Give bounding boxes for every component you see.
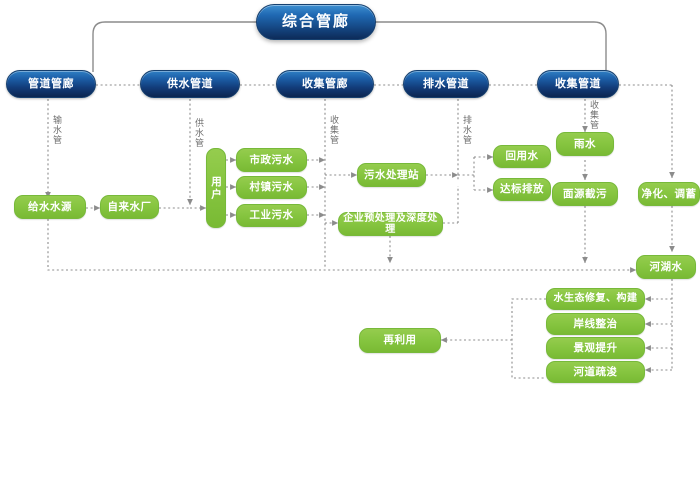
node-standard-discharge[interactable]: 达标排放 [493,178,551,201]
node-municipal-sewage[interactable]: 市政污水 [236,148,307,172]
node-purify-storage[interactable]: 净化、调蓄 [638,182,700,206]
node-rainwater[interactable]: 雨水 [556,132,614,156]
node-shoreline-regulation[interactable]: 岸线整治 [546,313,645,335]
node-comprehensive-corridor[interactable]: 综合管廊 [256,4,376,40]
node-water-supply-pipe[interactable]: 供水管道 [140,70,240,98]
node-waterworks[interactable]: 自来水厂 [100,195,159,219]
pipe-label-collect: 收集管 [329,115,339,145]
node-collect-corridor[interactable]: 收集管廊 [276,70,374,98]
pipe-label-supply: 供水管 [194,118,204,148]
node-industrial-sewage[interactable]: 工业污水 [236,204,307,227]
node-collect-pipe[interactable]: 收集管道 [537,70,619,98]
node-reclaimed-water[interactable]: 回用水 [493,145,551,168]
node-enterprise-pretreatment[interactable]: 企业预处理及深度处理 [338,212,443,236]
pipe-label-conveyance: 输水管 [52,115,62,145]
node-village-sewage[interactable]: 村镇污水 [236,176,307,199]
node-sewage-treatment-station[interactable]: 污水处理站 [357,163,426,187]
node-reuse[interactable]: 再利用 [359,328,441,353]
pipe-label-drainage: 排水管 [462,115,472,145]
node-water-source[interactable]: 给水水源 [14,195,86,219]
node-eco-restoration[interactable]: 水生态修复、构建 [546,288,645,310]
node-pipe-corridor[interactable]: 管道管廊 [6,70,96,98]
pipe-label-collect-2: 收集管 [589,100,599,130]
node-users[interactable]: 用户 [206,148,226,228]
node-river-lake-water[interactable]: 河湖水 [636,255,696,279]
node-river-dredging[interactable]: 河道疏浚 [546,361,645,383]
node-nonpoint-interception[interactable]: 面源截污 [552,182,618,206]
node-landscape-improvement[interactable]: 景观提升 [546,337,645,359]
node-drain-pipe[interactable]: 排水管道 [403,70,489,98]
